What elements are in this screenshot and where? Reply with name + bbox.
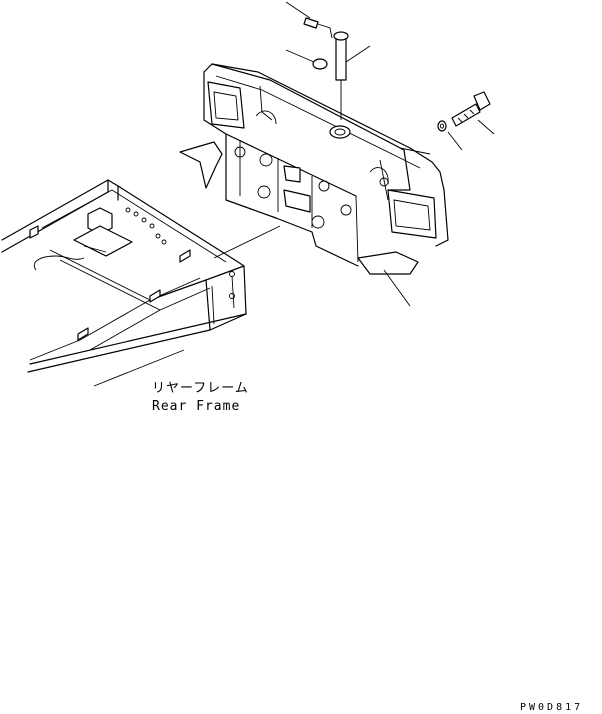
washer — [437, 120, 447, 132]
cotter-pin — [303, 17, 333, 39]
bolt — [451, 91, 491, 127]
counterweight — [179, 63, 449, 275]
rear-frame-label-jp: リヤーフレーム — [152, 381, 249, 396]
drawing-code: PW0D817 — [520, 702, 583, 713]
washer-cap — [312, 58, 328, 70]
lifting-pin — [333, 31, 349, 120]
rear-frame-label-en: Rear Frame — [152, 399, 240, 414]
rear-frame — [1, 179, 247, 373]
leader-lines — [93, 1, 495, 387]
